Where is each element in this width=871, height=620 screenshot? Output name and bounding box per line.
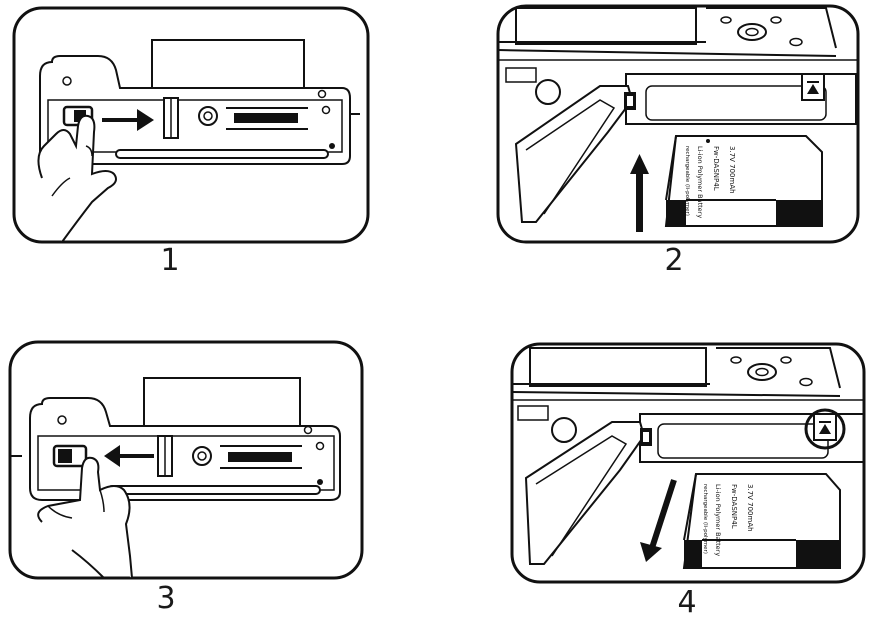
bottom-rail <box>107 485 321 495</box>
battery-door-open <box>524 421 646 565</box>
grip-bar <box>234 113 298 123</box>
battery-note-label: rechargeable (li-polymer) <box>684 146 690 216</box>
tripod-socket <box>535 79 561 105</box>
battery-model-label: Fw-DASNP4L <box>712 146 720 191</box>
step-4-panel: Fw-DASNP4L 3.7V 700mAh Li-ion Polymer Ba… <box>510 342 866 584</box>
camera-top-block <box>143 377 301 431</box>
step-3-number: 3 <box>156 581 176 616</box>
screw <box>317 479 323 485</box>
camera-top-block <box>151 39 305 93</box>
tripod-socket <box>198 106 218 126</box>
step-2-panel: Fw-DASNP4L 3.7V 700mAh Li-ion Polymer Ba… <box>496 4 860 244</box>
arrow-up-icon <box>636 172 643 232</box>
battery-type-label: Li-ion Polymer Battery <box>714 484 722 556</box>
battery-spec-label: 3.7V 700mAh <box>728 146 736 194</box>
step-3-panel <box>8 340 364 580</box>
panel-frame <box>496 4 860 244</box>
camera-screen <box>515 7 697 45</box>
battery-spec-label: 3.7V 700mAh <box>746 484 754 532</box>
screw <box>303 425 313 435</box>
bottom-rail <box>115 149 329 159</box>
tripod-socket <box>551 417 577 443</box>
step-2-illustration: Fw-DASNP4L 3.7V 700mAh Li-ion Polymer Ba… <box>496 4 860 244</box>
screw <box>315 441 325 451</box>
battery-note-label: rechargeable (li-polymer) <box>702 484 708 554</box>
arrow-left-icon <box>104 445 154 467</box>
tripod-socket <box>192 446 212 466</box>
battery-door-outline <box>37 435 335 491</box>
battery-door-open <box>514 85 634 223</box>
screw <box>57 415 67 425</box>
screw <box>329 143 335 149</box>
camera-body <box>29 397 341 501</box>
step-4-illustration: Fw-DASNP4L 3.7V 700mAh Li-ion Polymer Ba… <box>510 342 866 584</box>
panel-frame <box>510 342 866 584</box>
battery-model-label: Fw-DASNP4L <box>730 484 738 529</box>
step-3-illustration <box>8 340 364 580</box>
highlight-circle <box>804 408 846 450</box>
screw <box>321 105 331 115</box>
screw <box>62 76 72 86</box>
step-1-panel <box>12 6 370 244</box>
screw <box>317 89 327 99</box>
step-2-number: 2 <box>664 243 684 278</box>
step-4-number: 4 <box>677 585 697 620</box>
arrow-down-icon <box>649 479 677 549</box>
step-1-illustration <box>12 6 370 244</box>
dpad <box>737 23 767 41</box>
hand-icon <box>37 456 133 579</box>
step-1-number: 1 <box>160 243 180 278</box>
dpad <box>747 363 777 381</box>
battery-door-outline <box>47 99 343 153</box>
camera-screen <box>529 347 707 387</box>
battery-type-label: Li-ion Polymer Battery <box>696 146 704 218</box>
grip-bar <box>228 452 292 462</box>
arrow-right-icon <box>102 109 154 131</box>
latch-knob <box>58 449 72 463</box>
hand-icon <box>37 114 117 243</box>
